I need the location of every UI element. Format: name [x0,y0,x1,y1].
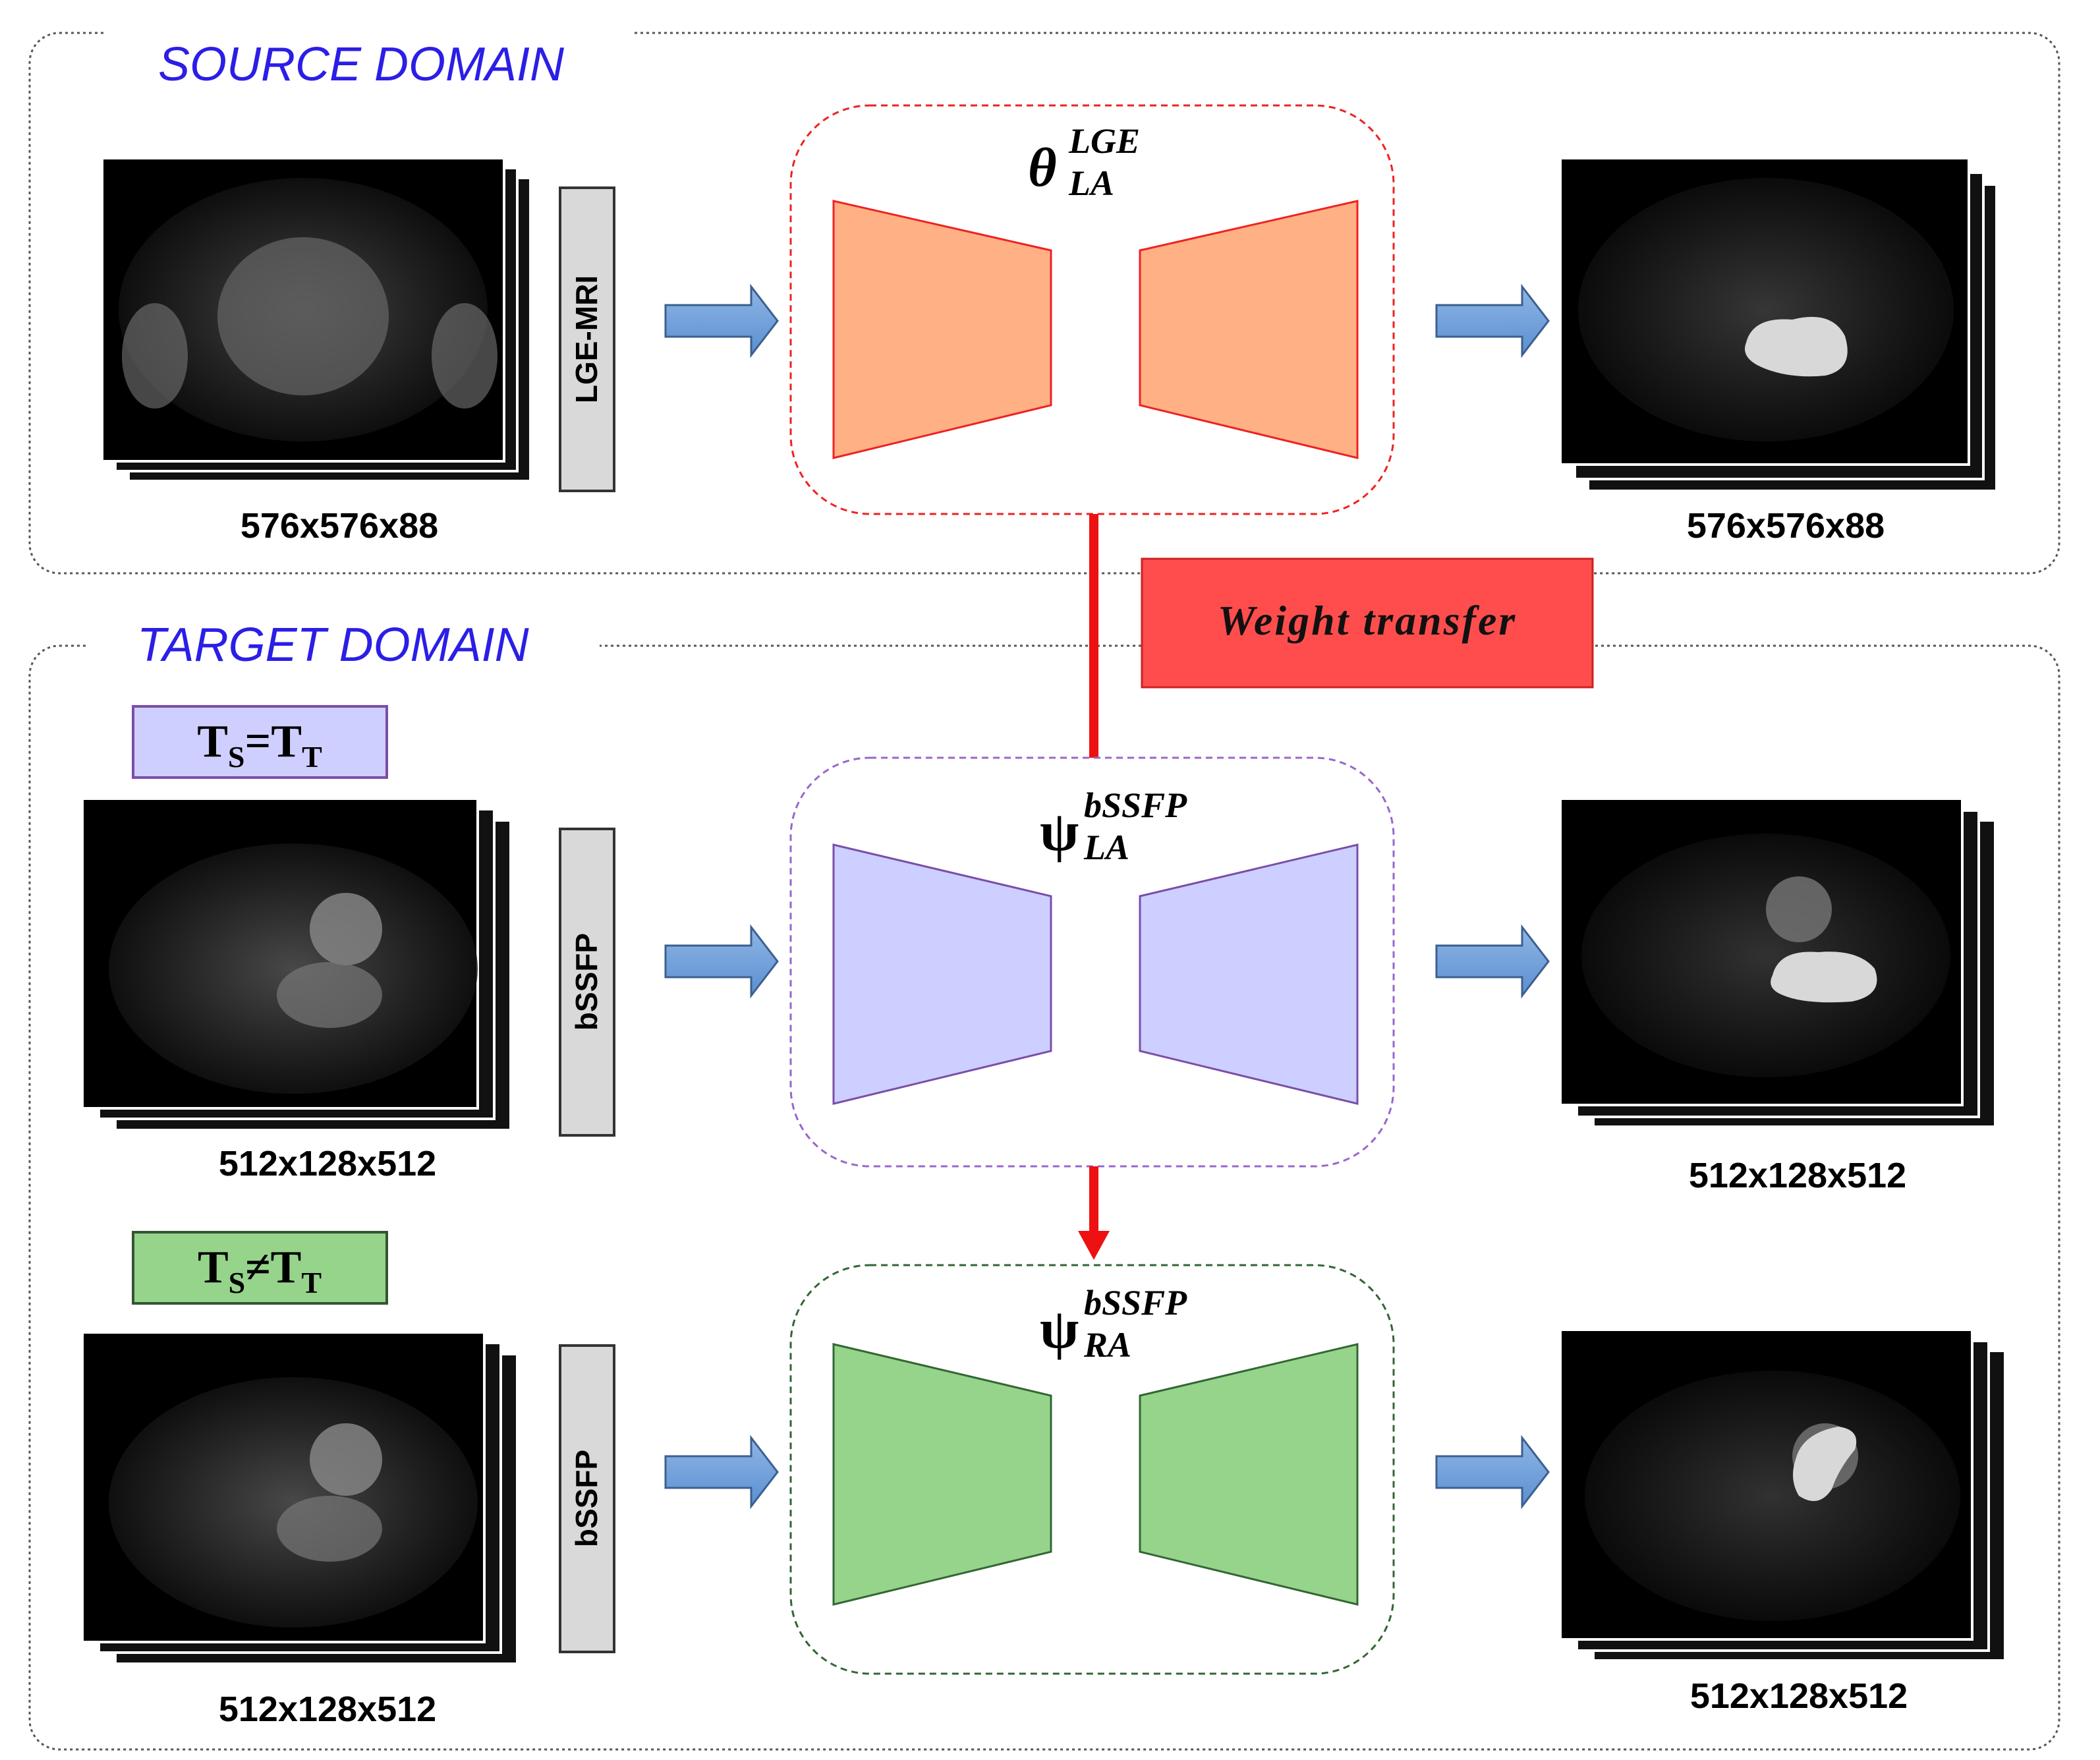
bssfp-label-box: bSSFP [559,1344,615,1653]
target1-output-scan-stack [1559,797,1997,1128]
arrow-icon [1435,1434,1550,1510]
network-superscript: bSSFP [1084,1283,1187,1322]
source-network-box: θ LGE LA [789,104,1395,515]
condition-left: T [198,1242,229,1293]
target2-input-scan-stack [81,1331,519,1665]
source-network-label: θ LGE LA [1028,121,1140,203]
target2-input-dims: 512x128x512 [219,1689,436,1729]
source-domain-frame [28,20,2060,575]
lge-mri-label-box: LGE-MRI [559,186,615,492]
condition-right-sub: T [302,740,322,774]
condition-left-sub: S [228,740,245,774]
bssfp-label: bSSFP [569,933,604,1031]
weight-transfer-box: Weight transfer [1141,557,1594,689]
encoder-shape [832,1343,1052,1606]
target2-network-label: ψ bSSFP RA [1040,1283,1187,1365]
arrow-icon [1435,283,1550,358]
network-symbol: ψ [1040,1297,1079,1360]
decoder-shape [1139,1343,1359,1606]
svg-text:TS≠TT: TS≠TT [198,1242,322,1299]
target2-output-dims: 512x128x512 [1690,1676,1908,1716]
condition-badge-not-equal: TS≠TT [132,1231,388,1305]
source-output-scan-stack [1559,157,1998,492]
target2-output-scan-stack [1559,1328,2006,1662]
target1-input-scan-stack [81,797,512,1131]
arrow-icon [1435,924,1550,999]
source-input-scan-stack [101,157,532,482]
encoder-shape [832,200,1052,459]
target-domain-frame [28,629,2060,1751]
segmentation-mask [1745,316,1848,377]
target1-network-box: ψ bSSFP LA [789,756,1395,1168]
svg-text:TS=TT: TS=TT [197,716,322,774]
source-output-dims: 576x576x88 [1687,506,1885,546]
decoder-shape [1139,843,1359,1105]
target2-network-box: ψ bSSFP RA [789,1264,1395,1675]
encoder-shape [832,843,1052,1105]
bssfp-label-box: bSSFP [559,828,615,1137]
network-symbol: θ [1028,137,1057,198]
condition-right-sub: T [301,1266,322,1299]
condition-left: T [197,716,228,767]
network-subscript: LA [1068,163,1114,203]
condition-right: T [271,716,302,767]
weight-transfer-label: Weight transfer [1218,597,1518,644]
network-superscript: bSSFP [1084,785,1187,825]
source-input-dims: 576x576x88 [241,506,438,546]
condition-op: ≠ [245,1242,270,1293]
condition-right: T [271,1242,302,1293]
segmentation-mask [1771,951,1877,1003]
arrow-icon [664,924,779,999]
arrow-icon [664,283,779,358]
target-domain-title: TARGET DOMAIN [137,619,530,671]
transfer-arrow [1078,1166,1110,1260]
decoder-shape [1139,200,1359,459]
target1-network-label: ψ bSSFP LA [1040,785,1187,867]
segmentation-mask [1793,1427,1857,1501]
source-domain-title: SOURCE DOMAIN [158,38,565,91]
target1-output-dims: 512x128x512 [1689,1156,1906,1195]
network-superscript: LGE [1068,121,1140,161]
network-subscript: LA [1083,828,1129,867]
condition-badge-equal: TS=TT [132,705,388,779]
lge-mri-label: LGE-MRI [569,275,604,403]
arrow-icon [664,1434,779,1510]
condition-left-sub: S [229,1266,246,1299]
network-subscript: RA [1083,1325,1131,1365]
target1-input-dims: 512x128x512 [219,1144,436,1183]
bssfp-label: bSSFP [569,1450,604,1547]
condition-op: = [245,716,271,767]
network-symbol: ψ [1040,799,1079,863]
